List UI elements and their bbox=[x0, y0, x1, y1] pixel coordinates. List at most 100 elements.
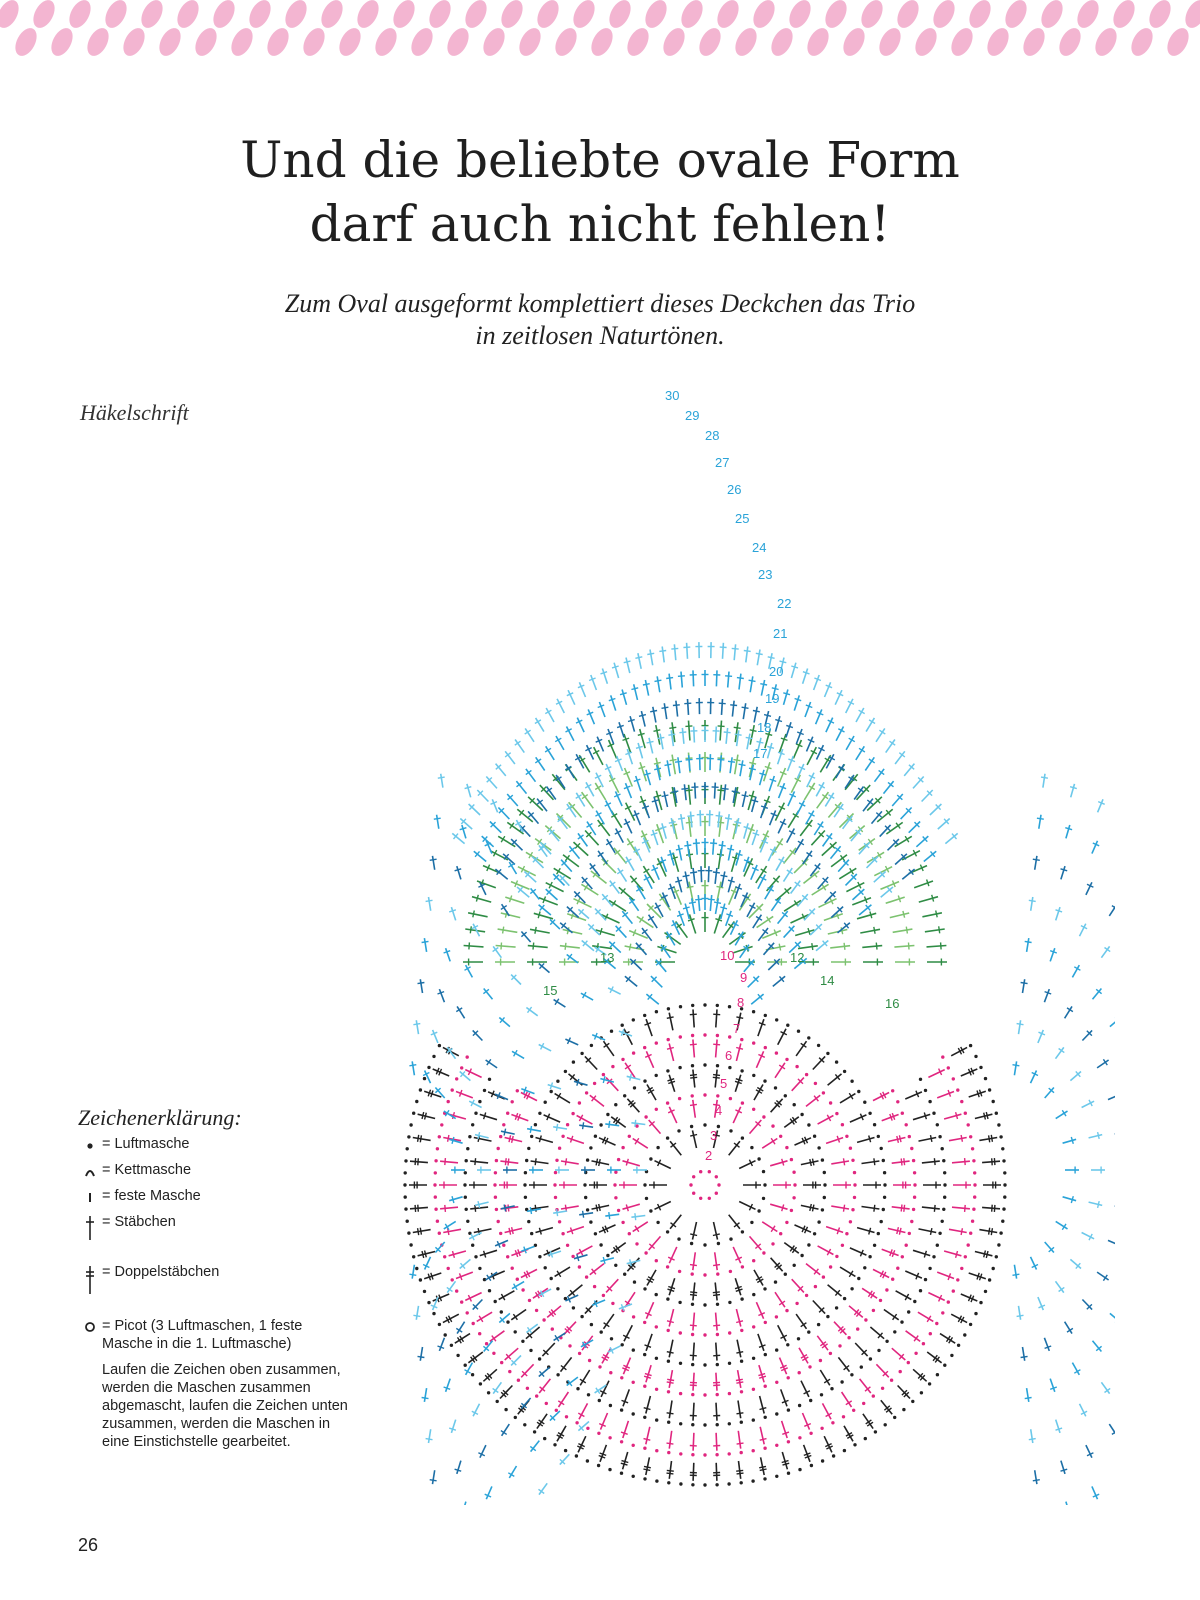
chain-dot bbox=[631, 1348, 635, 1352]
stitch-stem bbox=[783, 899, 802, 912]
chain-dot bbox=[779, 1232, 783, 1236]
stitch-bar bbox=[576, 1254, 580, 1262]
stitch-bar bbox=[811, 942, 814, 951]
chain-dot bbox=[752, 1325, 756, 1329]
stitch-stem bbox=[506, 821, 525, 835]
chain-dot bbox=[739, 1420, 743, 1424]
stitch-stem bbox=[671, 722, 676, 743]
stitch-bar bbox=[634, 1213, 637, 1221]
stitch-stem bbox=[1060, 1460, 1066, 1475]
stitch-bar bbox=[564, 765, 572, 771]
stitch-bar bbox=[643, 1407, 651, 1411]
stitch-bar bbox=[446, 1286, 453, 1293]
stitch-bar bbox=[524, 729, 531, 735]
stitch-stem bbox=[553, 1210, 568, 1214]
chain-dot bbox=[877, 1348, 881, 1353]
stitch-bar bbox=[529, 1125, 533, 1134]
stitch-stem bbox=[736, 1369, 742, 1389]
chain-dot bbox=[906, 1360, 910, 1365]
chain-dot bbox=[923, 1088, 928, 1093]
chain-dot bbox=[631, 1051, 636, 1055]
chain-dot bbox=[808, 1365, 812, 1369]
stitch-stem bbox=[655, 757, 662, 778]
chain-dot bbox=[807, 1036, 811, 1040]
stitch-bar bbox=[903, 1158, 906, 1166]
stitch-bar bbox=[671, 790, 679, 793]
chain-dot bbox=[643, 1079, 647, 1083]
stitch-stem bbox=[476, 880, 497, 889]
stitch-stem bbox=[1033, 855, 1038, 870]
stitch-bar bbox=[623, 771, 631, 776]
stitch-bar bbox=[808, 812, 815, 817]
stitch-bar bbox=[564, 942, 567, 950]
stitch-bar bbox=[628, 898, 636, 904]
chain-dot bbox=[433, 1183, 437, 1187]
stitch-stem bbox=[912, 1368, 928, 1382]
stitch-bar bbox=[666, 676, 674, 680]
chain-dot bbox=[935, 1243, 939, 1247]
stitch-bar bbox=[804, 1422, 812, 1427]
stitch-bar bbox=[913, 1335, 919, 1342]
stitch-bar bbox=[482, 1250, 487, 1258]
stitch-stem bbox=[525, 1326, 541, 1340]
stitch-stem bbox=[474, 1133, 489, 1139]
stitch-bar bbox=[656, 1203, 662, 1211]
stitch-bar bbox=[675, 923, 683, 929]
stitch-stem bbox=[1108, 1423, 1115, 1435]
stitch-stem bbox=[790, 774, 802, 794]
chain-dot bbox=[484, 1342, 489, 1346]
stitch-stem bbox=[520, 1268, 538, 1279]
stitch-bar bbox=[594, 774, 602, 779]
stitch-stem bbox=[758, 1364, 765, 1383]
stitch-stem bbox=[948, 1228, 967, 1234]
stitch-bar bbox=[713, 1013, 721, 1016]
stitch-stem bbox=[829, 845, 842, 860]
stitch-bar bbox=[1102, 1058, 1108, 1066]
stitch-bar bbox=[503, 1128, 507, 1136]
chain-dot bbox=[620, 1023, 624, 1027]
stitch-bar bbox=[778, 858, 786, 864]
stitch-bar bbox=[1097, 800, 1105, 805]
chain-dot bbox=[556, 1373, 560, 1377]
stitch-bar bbox=[896, 1135, 900, 1143]
stitch-bar bbox=[605, 840, 613, 846]
stitch-bar bbox=[690, 1291, 698, 1294]
stitch-bar bbox=[904, 835, 910, 843]
stitch-stem bbox=[566, 906, 580, 919]
stitch-stem bbox=[1044, 1241, 1055, 1254]
stitch-bar bbox=[915, 1272, 920, 1280]
stitch-bar bbox=[629, 1101, 636, 1108]
stitch-stem bbox=[736, 1339, 742, 1358]
stitch-bar bbox=[786, 869, 794, 875]
stitch-bar bbox=[807, 738, 815, 743]
stitch-bar bbox=[1049, 1386, 1058, 1390]
stitch-bar bbox=[763, 799, 771, 804]
chain-dot bbox=[589, 1146, 593, 1150]
chain-dot bbox=[703, 1393, 707, 1397]
stitch-bar bbox=[647, 993, 653, 1001]
stitch-stem bbox=[602, 1040, 615, 1057]
stitch-bar bbox=[983, 1112, 987, 1120]
stitch-bar bbox=[778, 805, 786, 810]
stitch-stem bbox=[658, 893, 672, 911]
stitch-bar bbox=[755, 1089, 763, 1094]
chain-dot bbox=[665, 1136, 670, 1140]
stitch-stem bbox=[718, 816, 723, 837]
stitch-bar bbox=[666, 1351, 674, 1354]
stitch-stem bbox=[721, 921, 736, 939]
stitch-bar bbox=[556, 1270, 562, 1278]
chain-dot bbox=[807, 1243, 811, 1247]
stitch-stem bbox=[1085, 1444, 1093, 1459]
stitch-bar bbox=[595, 1204, 599, 1212]
stitch-bar bbox=[472, 1030, 479, 1037]
stitch-stem bbox=[439, 773, 444, 788]
stitch-stem bbox=[1071, 1362, 1080, 1376]
stitch-bar bbox=[776, 840, 784, 846]
band-drop bbox=[87, 28, 109, 56]
stitch-bar bbox=[1086, 883, 1094, 888]
stitch-bar bbox=[582, 940, 588, 947]
stitch-bar bbox=[798, 802, 806, 807]
stitch-stem bbox=[520, 930, 532, 943]
stitch-stem bbox=[1017, 1020, 1022, 1035]
chain-dot bbox=[690, 1094, 694, 1098]
